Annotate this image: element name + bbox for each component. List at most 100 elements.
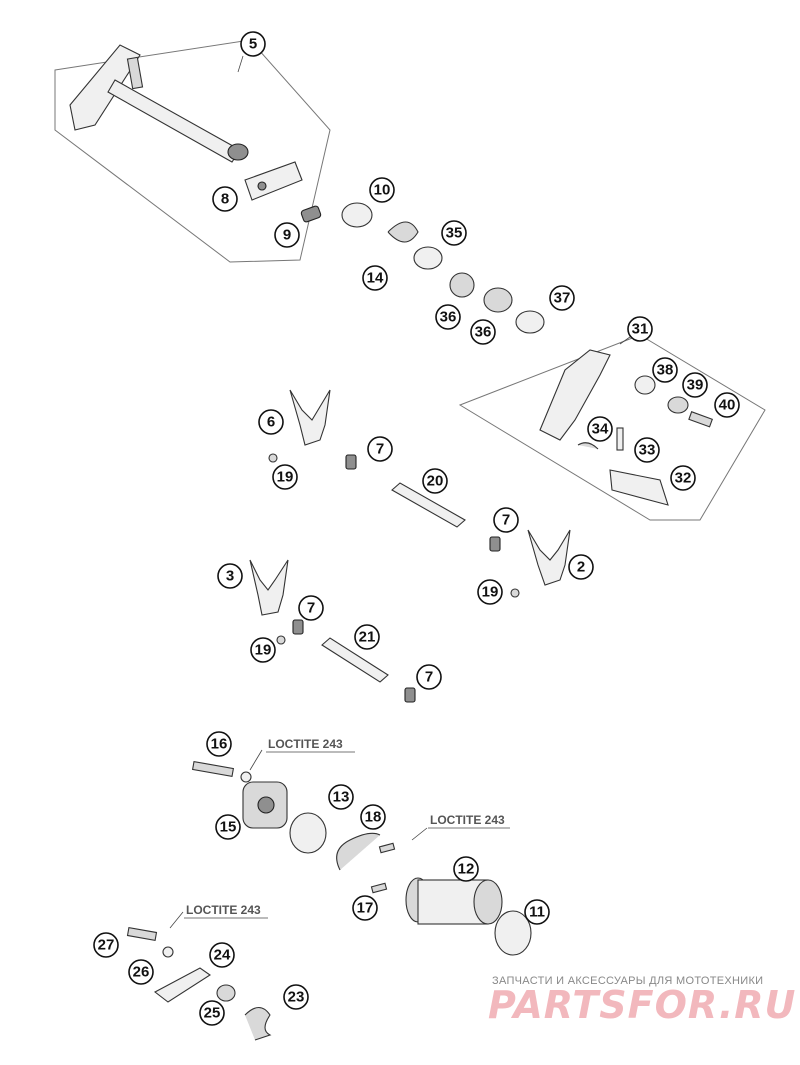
svg-text:24: 24 [214, 947, 231, 964]
svg-text:38: 38 [657, 362, 674, 379]
shift-lever-part [539, 349, 611, 441]
bearing-part-13 [289, 812, 327, 854]
spring-clip-part-10 [387, 221, 419, 243]
callout-31: 31 [627, 316, 653, 342]
shift-lever-group-box [458, 334, 766, 521]
svg-text:35: 35 [446, 225, 463, 242]
svg-text:7: 7 [425, 669, 433, 686]
svg-text:36: 36 [440, 309, 457, 326]
callout-19c: 19 [250, 637, 276, 663]
bushing-part-25 [216, 984, 236, 1002]
svg-text:7: 7 [502, 512, 510, 529]
svg-text:16: 16 [211, 736, 228, 753]
svg-text:40: 40 [719, 397, 736, 414]
callout-9: 9 [274, 222, 300, 248]
loctite-note-1: LOCTITE 243 [266, 737, 355, 753]
svg-text:33: 33 [639, 442, 656, 459]
svg-text:27: 27 [98, 937, 115, 954]
loctite-label: LOCTITE 243 [430, 813, 505, 827]
screw-part-17b [370, 882, 388, 894]
callout-16: 16 [206, 731, 232, 757]
loctite-label: LOCTITE 243 [268, 737, 343, 751]
svg-text:32: 32 [675, 470, 692, 487]
spring-part-34 [577, 442, 599, 450]
washer-part-37 [515, 310, 545, 334]
washer-part-27 [162, 946, 174, 958]
svg-text:11: 11 [529, 904, 545, 921]
svg-text:26: 26 [133, 964, 150, 981]
leader-lines [169, 55, 641, 929]
spring-part-7c [292, 619, 304, 635]
washer-part-38 [634, 375, 656, 395]
spring-part-23 [244, 1006, 272, 1041]
svg-text:19: 19 [277, 469, 294, 486]
watermark-brand: PARTSFOR.RU [488, 983, 796, 1027]
svg-text:7: 7 [307, 600, 315, 617]
spring-part-7a [345, 454, 357, 470]
callout-36a: 36 [435, 304, 461, 330]
callout-36b: 36 [470, 319, 496, 345]
shift-shaft-part [69, 44, 249, 163]
svg-text:36: 36 [475, 324, 492, 341]
svg-text:21: 21 [359, 629, 376, 646]
callout-2: 2 [568, 554, 594, 580]
ball-part-19a [268, 453, 278, 463]
watermark-tagline: ЗАПЧАСТИ И АКСЕССУАРЫ ДЛЯ МОТОТЕХНИКИ [492, 975, 763, 987]
callout-40: 40 [714, 392, 740, 418]
callout-26: 26 [128, 959, 154, 985]
locking-lever-part-24 [153, 967, 211, 1003]
washer-part-39 [667, 396, 689, 414]
svg-text:14: 14 [367, 270, 384, 287]
callout-25: 25 [199, 1000, 225, 1026]
callout-11: 11 [524, 899, 550, 925]
bearing-part-11 [494, 910, 532, 956]
bolt-part-27 [126, 926, 158, 942]
svg-text:19: 19 [255, 642, 272, 659]
spring-part-7d [404, 687, 416, 703]
svg-text:23: 23 [288, 989, 305, 1006]
svg-text:18: 18 [365, 809, 382, 826]
shift-fork-part-3 [249, 559, 289, 616]
shift-fork-part-2 [527, 529, 571, 586]
callout-27: 27 [93, 932, 119, 958]
pedal-tip-part-32 [609, 469, 669, 506]
washer-part-35 [413, 246, 443, 270]
pin-part-33 [616, 427, 624, 451]
spring-part-7b [489, 536, 501, 552]
svg-text:13: 13 [333, 789, 350, 806]
loctite-label: LOCTITE 243 [186, 903, 261, 917]
svg-text:15: 15 [220, 819, 237, 836]
callout-3: 3 [217, 563, 243, 589]
callout-5: 5 [240, 31, 266, 57]
svg-text:5: 5 [249, 36, 257, 53]
callout-19b: 19 [477, 579, 503, 605]
svg-text:31: 31 [632, 321, 649, 338]
clip-part-14 [341, 202, 373, 228]
bushing-part-36a [449, 272, 475, 298]
callout-7b: 7 [493, 507, 519, 533]
callout-34: 34 [587, 416, 613, 442]
callout-10: 10 [369, 177, 395, 203]
callout-32: 32 [670, 465, 696, 491]
callout-37: 37 [549, 285, 575, 311]
svg-text:6: 6 [267, 414, 275, 431]
svg-text:8: 8 [221, 191, 229, 208]
callout-39: 39 [682, 372, 708, 398]
callout-layer: 5 8 9 10 14 35 36 36 37 31 38 39 40 34 3… [93, 31, 740, 1026]
svg-text:9: 9 [283, 227, 291, 244]
svg-text:2: 2 [577, 559, 585, 576]
svg-text:37: 37 [554, 290, 571, 307]
loctite-note-2: LOCTITE 243 [428, 813, 510, 829]
callout-23: 23 [283, 984, 309, 1010]
callout-7a: 7 [367, 436, 393, 462]
svg-text:3: 3 [226, 568, 234, 585]
callout-14: 14 [362, 265, 388, 291]
callout-17: 17 [352, 895, 378, 921]
watermark: ЗАПЧАСТИ И АКСЕССУАРЫ ДЛЯ МОТОТЕХНИКИ PA… [488, 975, 796, 1027]
fork-rail-part-20 [391, 482, 466, 528]
callout-7c: 7 [298, 595, 324, 621]
svg-text:7: 7 [376, 441, 384, 458]
loctite-note-3: LOCTITE 243 [184, 903, 268, 919]
callout-8: 8 [212, 186, 238, 212]
svg-text:20: 20 [427, 473, 444, 490]
